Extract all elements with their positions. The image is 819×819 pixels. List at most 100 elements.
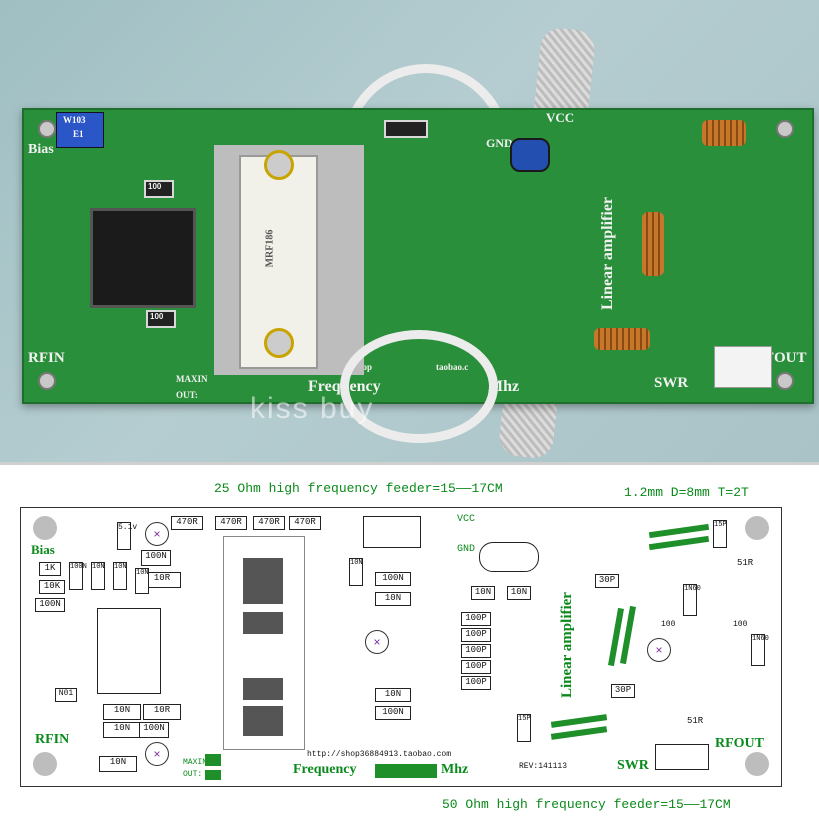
smd-resistor: 100 (146, 310, 176, 328)
mount-hole (33, 516, 57, 540)
coil-note: 1.2mm D=8mm T=2T (624, 485, 749, 500)
mhz-label: Mhz (441, 762, 469, 777)
capacitor-10n: 10N (103, 704, 141, 720)
capacitor-10n: 10N (349, 558, 363, 586)
capacitor-100n: 100N (35, 598, 65, 612)
frequency-label: Frequency (293, 762, 357, 777)
maxin-pad (205, 754, 221, 766)
resistor-100: 100 (733, 620, 748, 629)
board-swr-label: SWR (654, 375, 689, 391)
mount-hole (745, 516, 769, 540)
input-transformer (90, 208, 196, 308)
board-maxin-label: MAXIN (176, 374, 208, 384)
capacitor-30p: 30P (611, 684, 635, 698)
capacitor-10n: 10N (471, 586, 495, 600)
capacitor-30p: 30P (595, 574, 619, 588)
coil-winding (648, 535, 710, 551)
trimmer-label: W103 (63, 115, 86, 125)
transformer-footprint (97, 608, 161, 694)
board-linear-label: Linear amplifier (599, 196, 616, 310)
transistor-screw (264, 150, 294, 180)
output-coil (642, 212, 664, 276)
swr-connector-footprint (655, 744, 709, 770)
blue-capacitor (510, 138, 550, 172)
mount-hole (776, 120, 794, 138)
rfin-label: RFIN (35, 732, 70, 747)
bias-potentiometer: × (145, 522, 169, 546)
resistor-1k: 1K (39, 562, 61, 576)
capacitor-100n: 100N (139, 722, 169, 738)
mount-hole (745, 752, 769, 776)
resistor-10r: 10R (143, 704, 181, 720)
resistor-470r: 470R (215, 516, 247, 530)
mount-hole (38, 120, 56, 138)
maxin-label: MAXIN: (183, 758, 212, 767)
capacitor-100n: 100N (141, 550, 171, 566)
mount-hole (38, 372, 56, 390)
resistor-51r: 51R (687, 716, 704, 726)
transistor-label: MRF186 (264, 229, 276, 268)
potentiometer: × (647, 638, 671, 662)
resistor-470r: 470R (289, 516, 321, 530)
resistor-470r: 470R (253, 516, 285, 530)
capacitor-10n: 10N (91, 562, 105, 590)
watermark-text: kiss buy (250, 392, 375, 425)
transistor-pad (243, 678, 283, 700)
smd-resistor-label: 100 (150, 312, 164, 321)
output-coil (702, 120, 746, 146)
top-feeder-note: 25 Ohm high frequency feeder=15——17CM (214, 481, 503, 496)
out-label: OUT: (183, 770, 203, 779)
board-gnd-label: GND (486, 136, 513, 150)
capacitor-10n: 10N (375, 688, 411, 702)
resistor-10k: 10K (39, 580, 65, 594)
board-rfin-label: RFIN (28, 350, 65, 366)
smd-resistor: 100 (144, 180, 174, 198)
capacitor-15p: 15P (517, 714, 531, 742)
transistor-pad (243, 558, 283, 604)
bias-trimmer: W103 E1 (56, 112, 104, 148)
resistor-100: 100 (661, 620, 676, 629)
resistor-10r: 10R (143, 572, 181, 588)
bias-label: Bias (31, 542, 55, 557)
amplifier-board-photo: W103 E1 Bias RFIN RFOUT SWR VCC GND Line… (0, 0, 819, 462)
out-pad (205, 770, 221, 780)
potentiometer: × (145, 742, 169, 766)
capacitor-15p: 15P (713, 520, 727, 548)
capacitor-100p: 100P (461, 660, 491, 674)
swr-connector (714, 346, 772, 388)
mount-hole (33, 752, 57, 776)
resistor-470r: 470R (171, 516, 203, 530)
diode-1n60: 1N60 (683, 584, 701, 616)
frequency-pad (375, 764, 437, 778)
shop-url-label: http://shop36884913.taobao.com (307, 750, 452, 759)
mount-hole (776, 372, 794, 390)
electrolytic-capacitor (479, 542, 539, 572)
resistor-51r: 51R (737, 558, 754, 568)
capacitor-10n: 10N (135, 568, 149, 594)
capacitor-100n: 100N (375, 706, 411, 720)
board-bias-label: Bias (28, 142, 54, 157)
transistor-screw (264, 328, 294, 358)
coil-winding (550, 726, 608, 740)
vcc-label: VCC (457, 514, 476, 525)
linear-amplifier-label: Linear amplifier (559, 592, 575, 698)
smd-component (384, 120, 428, 138)
zener-5v1: 5.1v (117, 522, 137, 550)
coil-winding (550, 714, 608, 728)
capacitor-10n: 10N (375, 592, 411, 606)
capacitor-10n: 10N (113, 562, 127, 590)
transistor-pad (243, 706, 283, 736)
capacitor-100p: 100P (461, 628, 491, 642)
gnd-label: GND (457, 544, 476, 555)
capacitor-100p: 100P (461, 676, 491, 690)
potentiometer: × (365, 630, 389, 654)
feeder-footprint (363, 516, 421, 548)
capacitor-10n: 10N (507, 586, 531, 600)
smd-resistor-label: 100 (148, 182, 162, 191)
rfout-label: RFOUT (715, 736, 764, 751)
diode-n01: N01 (55, 688, 77, 702)
board-vcc-label: VCC (546, 110, 575, 125)
capacitor-10n: 10N (99, 756, 137, 772)
revision-label: REV:141113 (519, 762, 568, 771)
image-divider (0, 462, 819, 465)
